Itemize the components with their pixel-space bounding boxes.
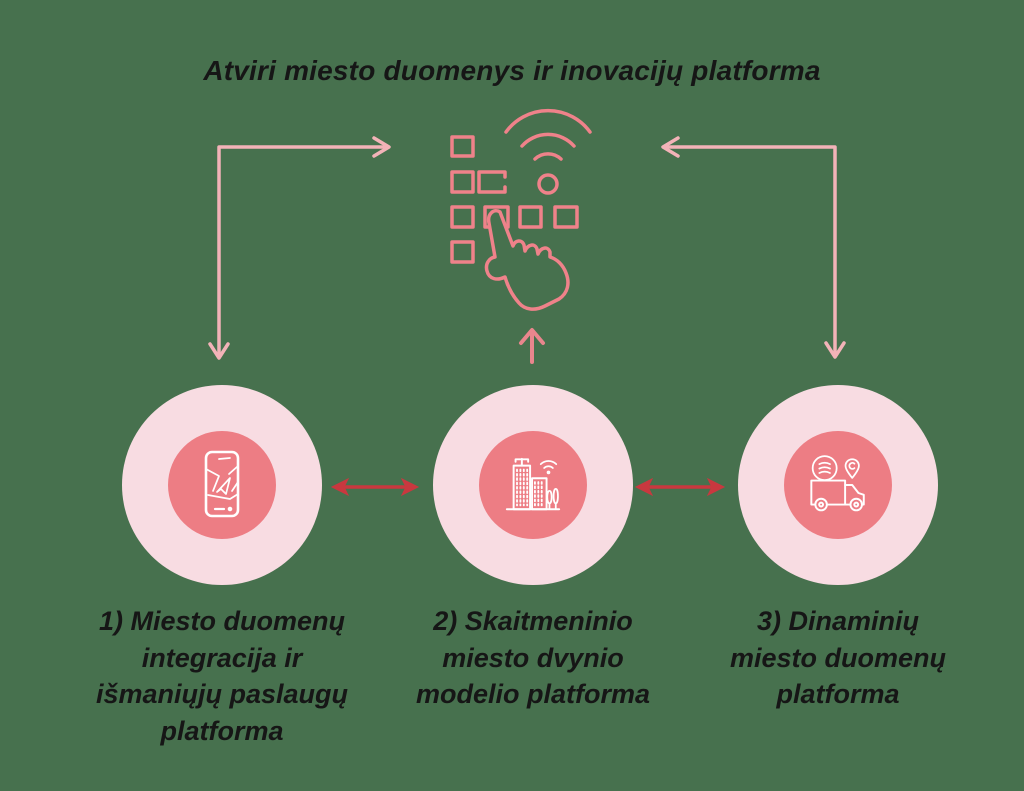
- button-grid: [450, 135, 579, 264]
- connector-platform-to-node3: [661, 136, 846, 359]
- connector-platform-to-node1: [208, 136, 391, 360]
- node-inner-circle-3: [784, 431, 892, 539]
- diagram-title: Atviri miesto duomenys ir inovacijų plat…: [203, 55, 821, 86]
- truck-wifi-badge-icon: [811, 455, 838, 481]
- node-circle-2: [433, 385, 633, 585]
- node-circle-1: [122, 385, 322, 585]
- node-label-3: 3) Dinaminių miesto duomenų platforma: [729, 606, 946, 710]
- smart-city-buildings-icon: [505, 457, 561, 511]
- connected-truck-icon: [810, 455, 865, 512]
- pointing-hand-icon: [484, 209, 570, 311]
- arrow-node1-node2: [330, 477, 420, 497]
- wifi-signal-icon: [504, 108, 592, 195]
- arrow-node2-node3: [634, 477, 726, 497]
- building-wifi-icon: [539, 460, 558, 475]
- node-label-2: 2) Skaitmeninio miesto dvynio modelio pl…: [415, 606, 651, 710]
- node-inner-circle-1: [168, 431, 276, 539]
- node-circle-3: [738, 385, 938, 585]
- node-inner-circle-2: [479, 431, 587, 539]
- smartphone-navigation-icon: [204, 450, 240, 518]
- arrow-node2-to-central: [519, 328, 545, 364]
- node-label-1: 1) Miesto duomenų integracija ir išmanių…: [95, 606, 349, 747]
- trees-icon: [546, 488, 559, 511]
- location-pin-icon: [844, 458, 860, 479]
